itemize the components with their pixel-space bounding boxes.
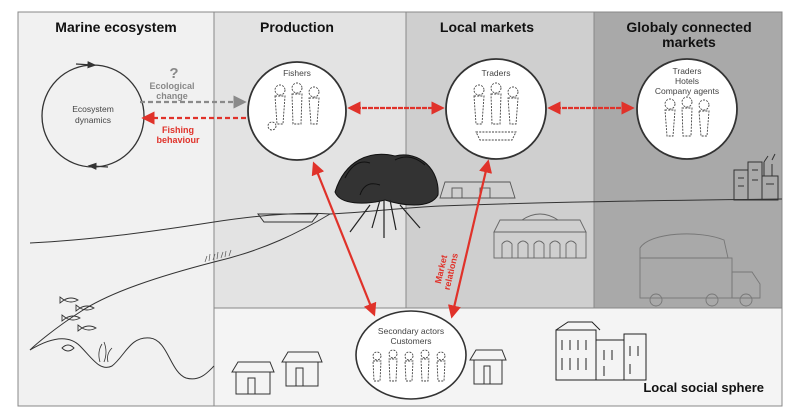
fishing-behaviour-label-2: behaviour xyxy=(156,135,200,145)
ecosystem-label-1: Ecosystem xyxy=(72,104,114,114)
global-label-1: Traders xyxy=(673,66,702,76)
secondary-actors-node xyxy=(355,310,467,400)
shore-slope xyxy=(29,213,331,351)
global-markets-column xyxy=(593,11,783,309)
global-markets-title-2: markets xyxy=(662,34,716,50)
fishers-figures xyxy=(267,82,320,131)
global-markets-title-1: Globaly connected xyxy=(626,19,751,35)
traders-label: Traders xyxy=(482,68,511,78)
seabed-hills xyxy=(29,337,215,380)
global-label-2: Hotels xyxy=(675,76,699,86)
fishing-behaviour-label-1: Fishing xyxy=(162,125,194,135)
fish-group xyxy=(59,296,97,352)
traders-figures xyxy=(473,82,519,141)
local-markets-column xyxy=(405,11,595,309)
fishers-label: Fishers xyxy=(283,68,311,78)
cycle-arrow-bottom xyxy=(87,162,109,170)
ecological-change-label-2: change xyxy=(156,91,188,101)
social-sphere-panel xyxy=(213,307,783,407)
factory xyxy=(733,153,779,201)
global-node xyxy=(636,58,738,160)
village-houses xyxy=(231,349,507,395)
secondary-figures xyxy=(372,349,446,382)
local-markets-title: Local markets xyxy=(440,19,534,35)
traders-secondary-arrow xyxy=(447,159,493,319)
secondary-label-1: Secondary actors xyxy=(378,326,444,336)
fishers-node xyxy=(247,61,347,161)
colonnade-building xyxy=(493,213,587,259)
global-figures xyxy=(664,96,710,137)
city-buildings xyxy=(555,321,647,381)
question-mark: ? xyxy=(169,65,178,82)
seaweed xyxy=(98,341,113,363)
marine-title: Marine ecosystem xyxy=(55,19,176,35)
fishers-secondary-arrow xyxy=(311,161,377,317)
secondary-label-2: Customers xyxy=(390,336,431,346)
truck xyxy=(639,233,761,307)
cycle-arrow-top xyxy=(75,61,97,69)
production-title: Production xyxy=(260,19,334,35)
social-sphere-title: Local social sphere xyxy=(643,380,764,395)
ecosystem-label-2: dynamics xyxy=(75,115,111,125)
traders-node xyxy=(445,58,547,160)
ecological-change-label-1: Ecological xyxy=(149,81,194,91)
grass xyxy=(204,249,232,263)
global-label-3: Company agents xyxy=(655,86,719,96)
